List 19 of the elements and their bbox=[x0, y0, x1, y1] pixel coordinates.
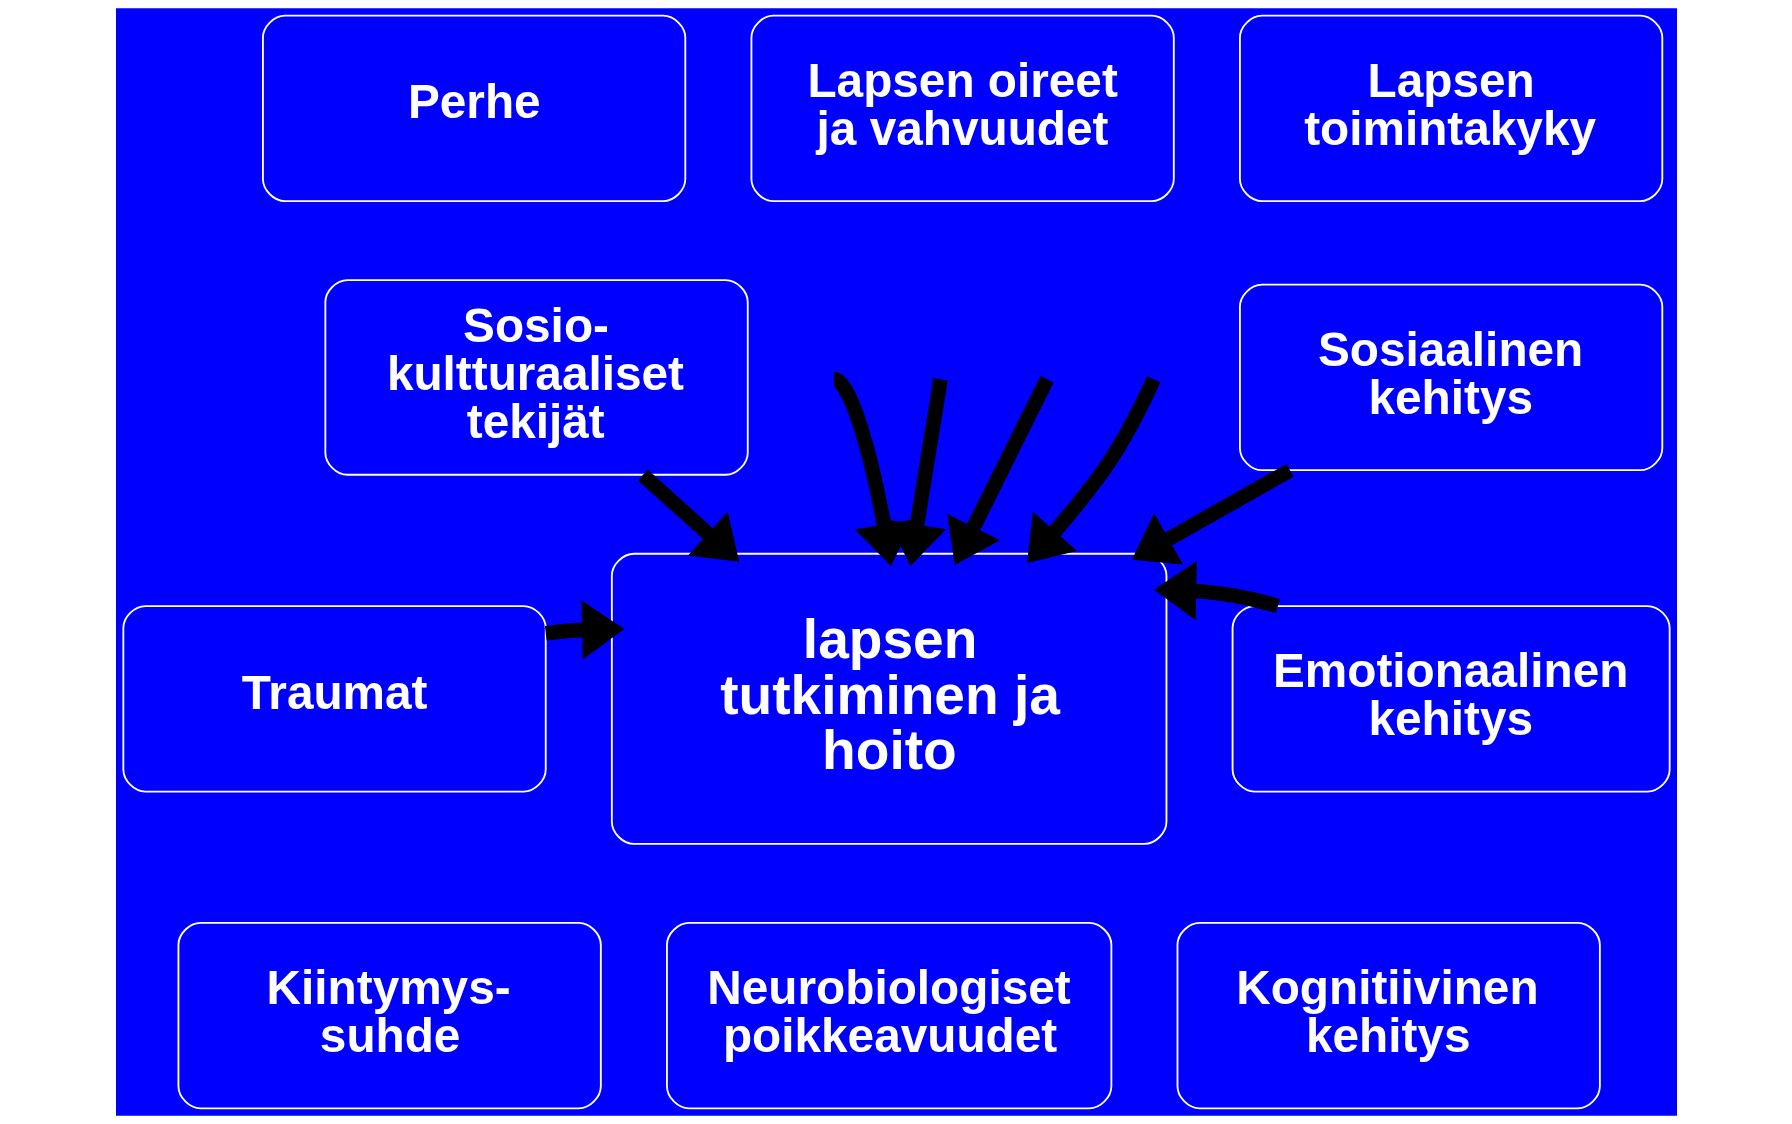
node-box: Kognitiivinen kehitys bbox=[1176, 921, 1601, 1110]
node-box: Sosiaalinen kehitys bbox=[1238, 283, 1663, 472]
arrow bbox=[946, 376, 1054, 565]
node-box: Emotionaalinen kehitys bbox=[1231, 605, 1671, 793]
node-box: Lapsen oireet ja vahvuudet bbox=[750, 14, 1175, 203]
arrow bbox=[1026, 376, 1160, 563]
arrow bbox=[831, 372, 946, 567]
node-box: lapsen tutkiminen ja hoito bbox=[610, 552, 1167, 845]
node-box: Neurobiologiset poikkeavuudet bbox=[665, 921, 1112, 1110]
node-box: Perhe bbox=[261, 14, 686, 203]
node-box: Kiintymys- suhde bbox=[177, 921, 602, 1110]
arrow bbox=[1153, 561, 1280, 621]
arrow bbox=[637, 469, 739, 562]
node-box: Lapsen toimintakyky bbox=[1238, 14, 1663, 203]
node-box: Sosio- kultturaaliset tekijät bbox=[323, 279, 749, 476]
arrow bbox=[854, 378, 948, 567]
arrow bbox=[1131, 463, 1294, 565]
node-box: Traumat bbox=[121, 605, 547, 793]
arrow bbox=[544, 600, 624, 660]
